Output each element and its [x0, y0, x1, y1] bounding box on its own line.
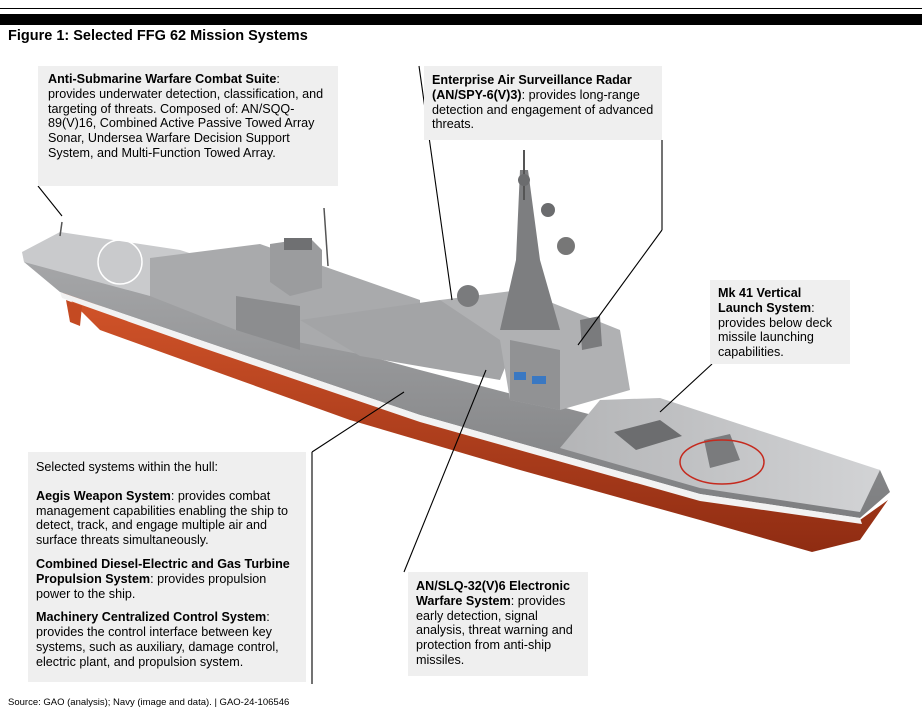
machinery-desc: : provides the control interface between… [36, 610, 279, 669]
vls-name: Mk 41 Vertical Launch System [718, 286, 812, 315]
callout-hull-systems: Selected systems within the hull: Aegis … [28, 452, 306, 682]
mast [500, 170, 560, 330]
vls-desc: : provides below deck missile launching … [718, 300, 833, 360]
ew-name: AN/SLQ-32(V)6 Electronic Warfare System [416, 579, 570, 608]
aegis-name: Aegis Weapon System [36, 488, 171, 503]
hull-item-aegis: Aegis Weapon System: provides combat man… [36, 489, 300, 548]
ew-desc: : provides early detection, signal analy… [416, 593, 573, 667]
leader-lines [37, 65, 713, 684]
hull-underwater [60, 290, 888, 552]
top-rule-thin [0, 8, 922, 9]
vls-hatch [614, 420, 682, 450]
hull-item-propulsion: Combined Diesel-Electric and Gas Turbine… [36, 557, 300, 601]
callout-vertical-launch-system: Mk 41 Vertical Launch System: provides b… [710, 280, 850, 364]
radar-name: Enterprise Air Surveillance Radar (AN/SP… [432, 73, 632, 102]
aegis-desc: : provides combat management capabilitie… [36, 488, 289, 548]
callout-air-surveillance-radar: Enterprise Air Surveillance Radar (AN/SP… [424, 66, 662, 140]
stack [270, 238, 322, 296]
figure-title: Figure 1: Selected FFG 62 Mission System… [8, 28, 308, 44]
source-note: Source: GAO (analysis); Navy (image and … [8, 697, 290, 708]
radar-face [580, 316, 602, 350]
propulsion-desc: : provides propulsion power to the ship. [36, 571, 267, 601]
gun-mount [704, 434, 740, 468]
rudder [66, 300, 82, 326]
hull-intro: Selected systems within the hull: [36, 460, 218, 474]
hull-item-machinery: Machinery Centralized Control System: pr… [36, 610, 300, 669]
machinery-name: Machinery Centralized Control System [36, 610, 267, 625]
callout-electronic-warfare: AN/SLQ-32(V)6 Electronic Warfare System:… [408, 572, 588, 676]
asw-desc: : provides underwater detection, classif… [48, 72, 324, 160]
radar-desc: : provides long-range detection and enga… [432, 87, 654, 132]
propulsion-name: Combined Diesel-Electric and Gas Turbine… [36, 556, 290, 586]
asw-name: Anti-Submarine Warfare Combat Suite [48, 72, 277, 86]
top-rule-thick [0, 14, 922, 25]
mid-deck [300, 300, 520, 380]
callout-asw-combat-suite: Anti-Submarine Warfare Combat Suite: pro… [38, 66, 338, 186]
